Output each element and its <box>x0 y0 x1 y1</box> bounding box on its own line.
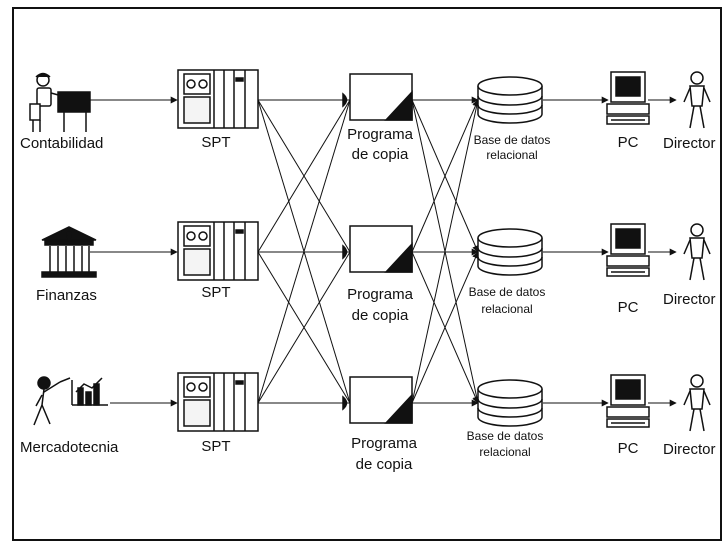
copy-program-label-2-line2: de copia <box>352 307 409 324</box>
pc-label-2: PC <box>618 299 639 316</box>
spt-machine-icon <box>178 222 258 280</box>
svg-text:$: $ <box>67 231 72 240</box>
spt-machine-icon <box>178 70 258 128</box>
pc-computer-icon <box>607 224 649 276</box>
person-with-chart-icon <box>34 377 108 425</box>
spt-label-3: SPT <box>201 438 230 455</box>
copy-program-label-2-line1: Programa <box>347 286 414 303</box>
director-person-icon <box>684 375 710 431</box>
database-label-3-line1: Base de datos <box>467 429 544 443</box>
accountant-at-desk-icon <box>30 74 90 133</box>
spt-machine-icon <box>178 373 258 431</box>
databases <box>478 77 542 426</box>
director-label-2: Director <box>663 291 716 308</box>
director-label-1: Director <box>663 135 716 152</box>
pc-label-1: PC <box>618 134 639 151</box>
copy-program-label-1-line2: de copia <box>352 146 409 163</box>
source-label-3: Mercadotecnia <box>20 439 119 456</box>
copy-program-box <box>343 226 412 272</box>
pc-computer-icon <box>607 375 649 427</box>
director-person-icon <box>684 224 710 280</box>
director-label-3: Director <box>663 441 716 458</box>
database-label-2-line2: relacional <box>481 302 532 316</box>
copy-program-box <box>343 74 412 120</box>
copy-program-label-3-line2: de copia <box>356 456 413 473</box>
database-label-2-line1: Base de datos <box>469 285 546 299</box>
pc-computer-icon <box>607 72 649 124</box>
database-cylinder-icon <box>478 229 542 275</box>
pcs <box>607 72 649 427</box>
spt-label-1: SPT <box>201 134 230 151</box>
directors <box>684 72 710 431</box>
database-cylinder-icon <box>478 380 542 426</box>
database-label-1-line2: relacional <box>486 148 537 162</box>
database-cylinder-icon <box>478 77 542 123</box>
spt-machines <box>178 70 258 431</box>
copy-program-label-3-line1: Programa <box>351 435 418 452</box>
pc-label-3: PC <box>618 440 639 457</box>
database-label-1-line1: Base de datos <box>474 133 551 147</box>
director-person-icon <box>684 72 710 128</box>
source-label-1: Contabilidad <box>20 135 103 152</box>
source-label-2: Finanzas <box>36 287 97 304</box>
bank-building-icon: $ <box>42 227 96 277</box>
copy-program-label-1-line1: Programa <box>347 126 414 143</box>
spt-label-2: SPT <box>201 284 230 301</box>
database-label-3-line2: relacional <box>479 445 530 459</box>
copy-program-box <box>343 377 412 423</box>
